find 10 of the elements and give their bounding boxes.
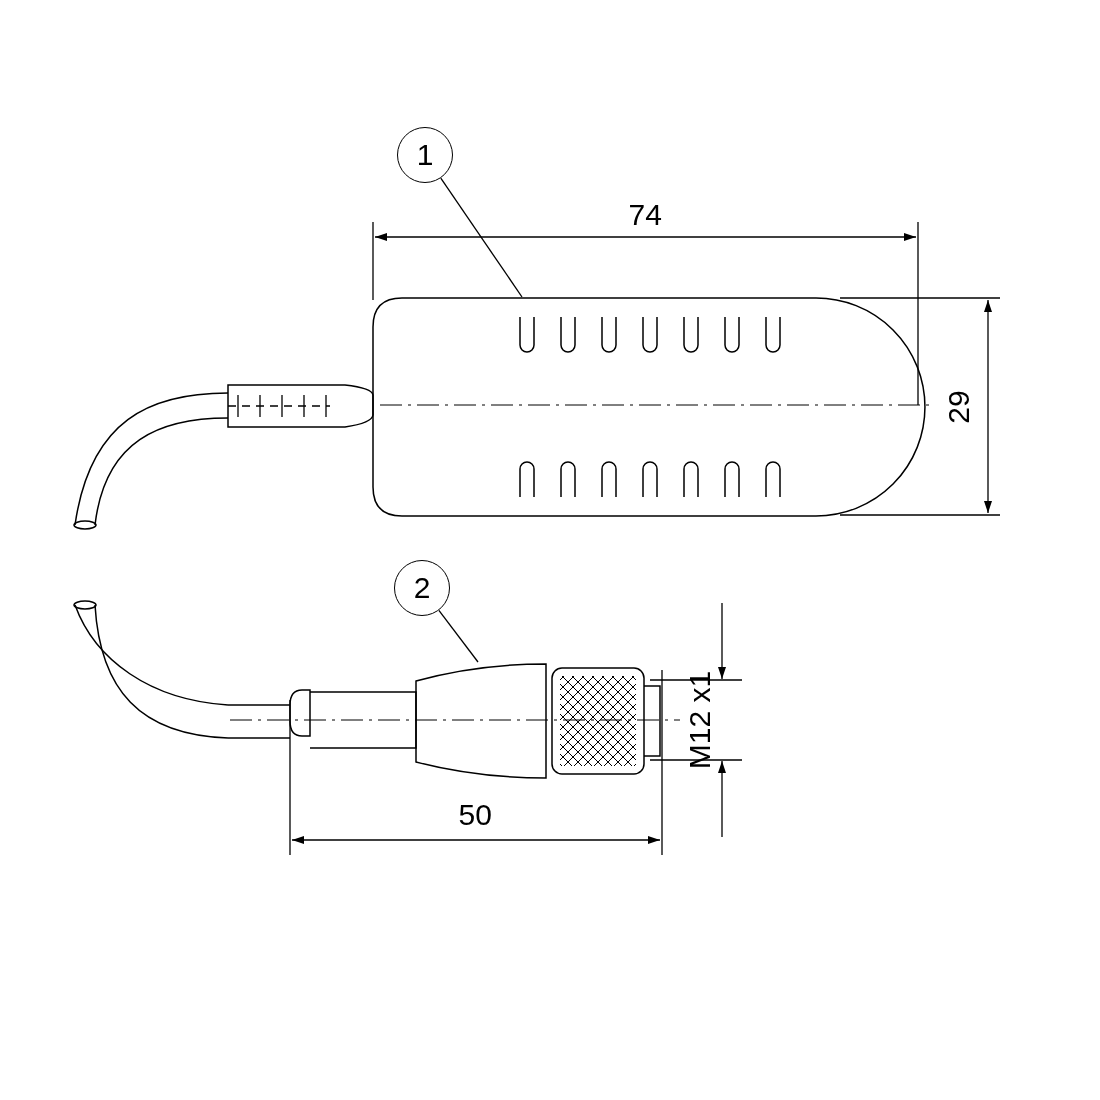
leader-line xyxy=(440,177,523,298)
callout-number: 2 xyxy=(394,560,450,616)
dimension-label: 29 xyxy=(943,390,974,424)
leader-line xyxy=(438,609,479,663)
dimension-label: 74 xyxy=(628,200,662,230)
dimension-label: M12 x1 xyxy=(685,670,716,770)
connector-drawing xyxy=(288,662,664,780)
dimension-label: 50 xyxy=(458,800,492,830)
callout-number: 1 xyxy=(397,127,453,183)
sensor-body-drawing xyxy=(372,297,928,517)
